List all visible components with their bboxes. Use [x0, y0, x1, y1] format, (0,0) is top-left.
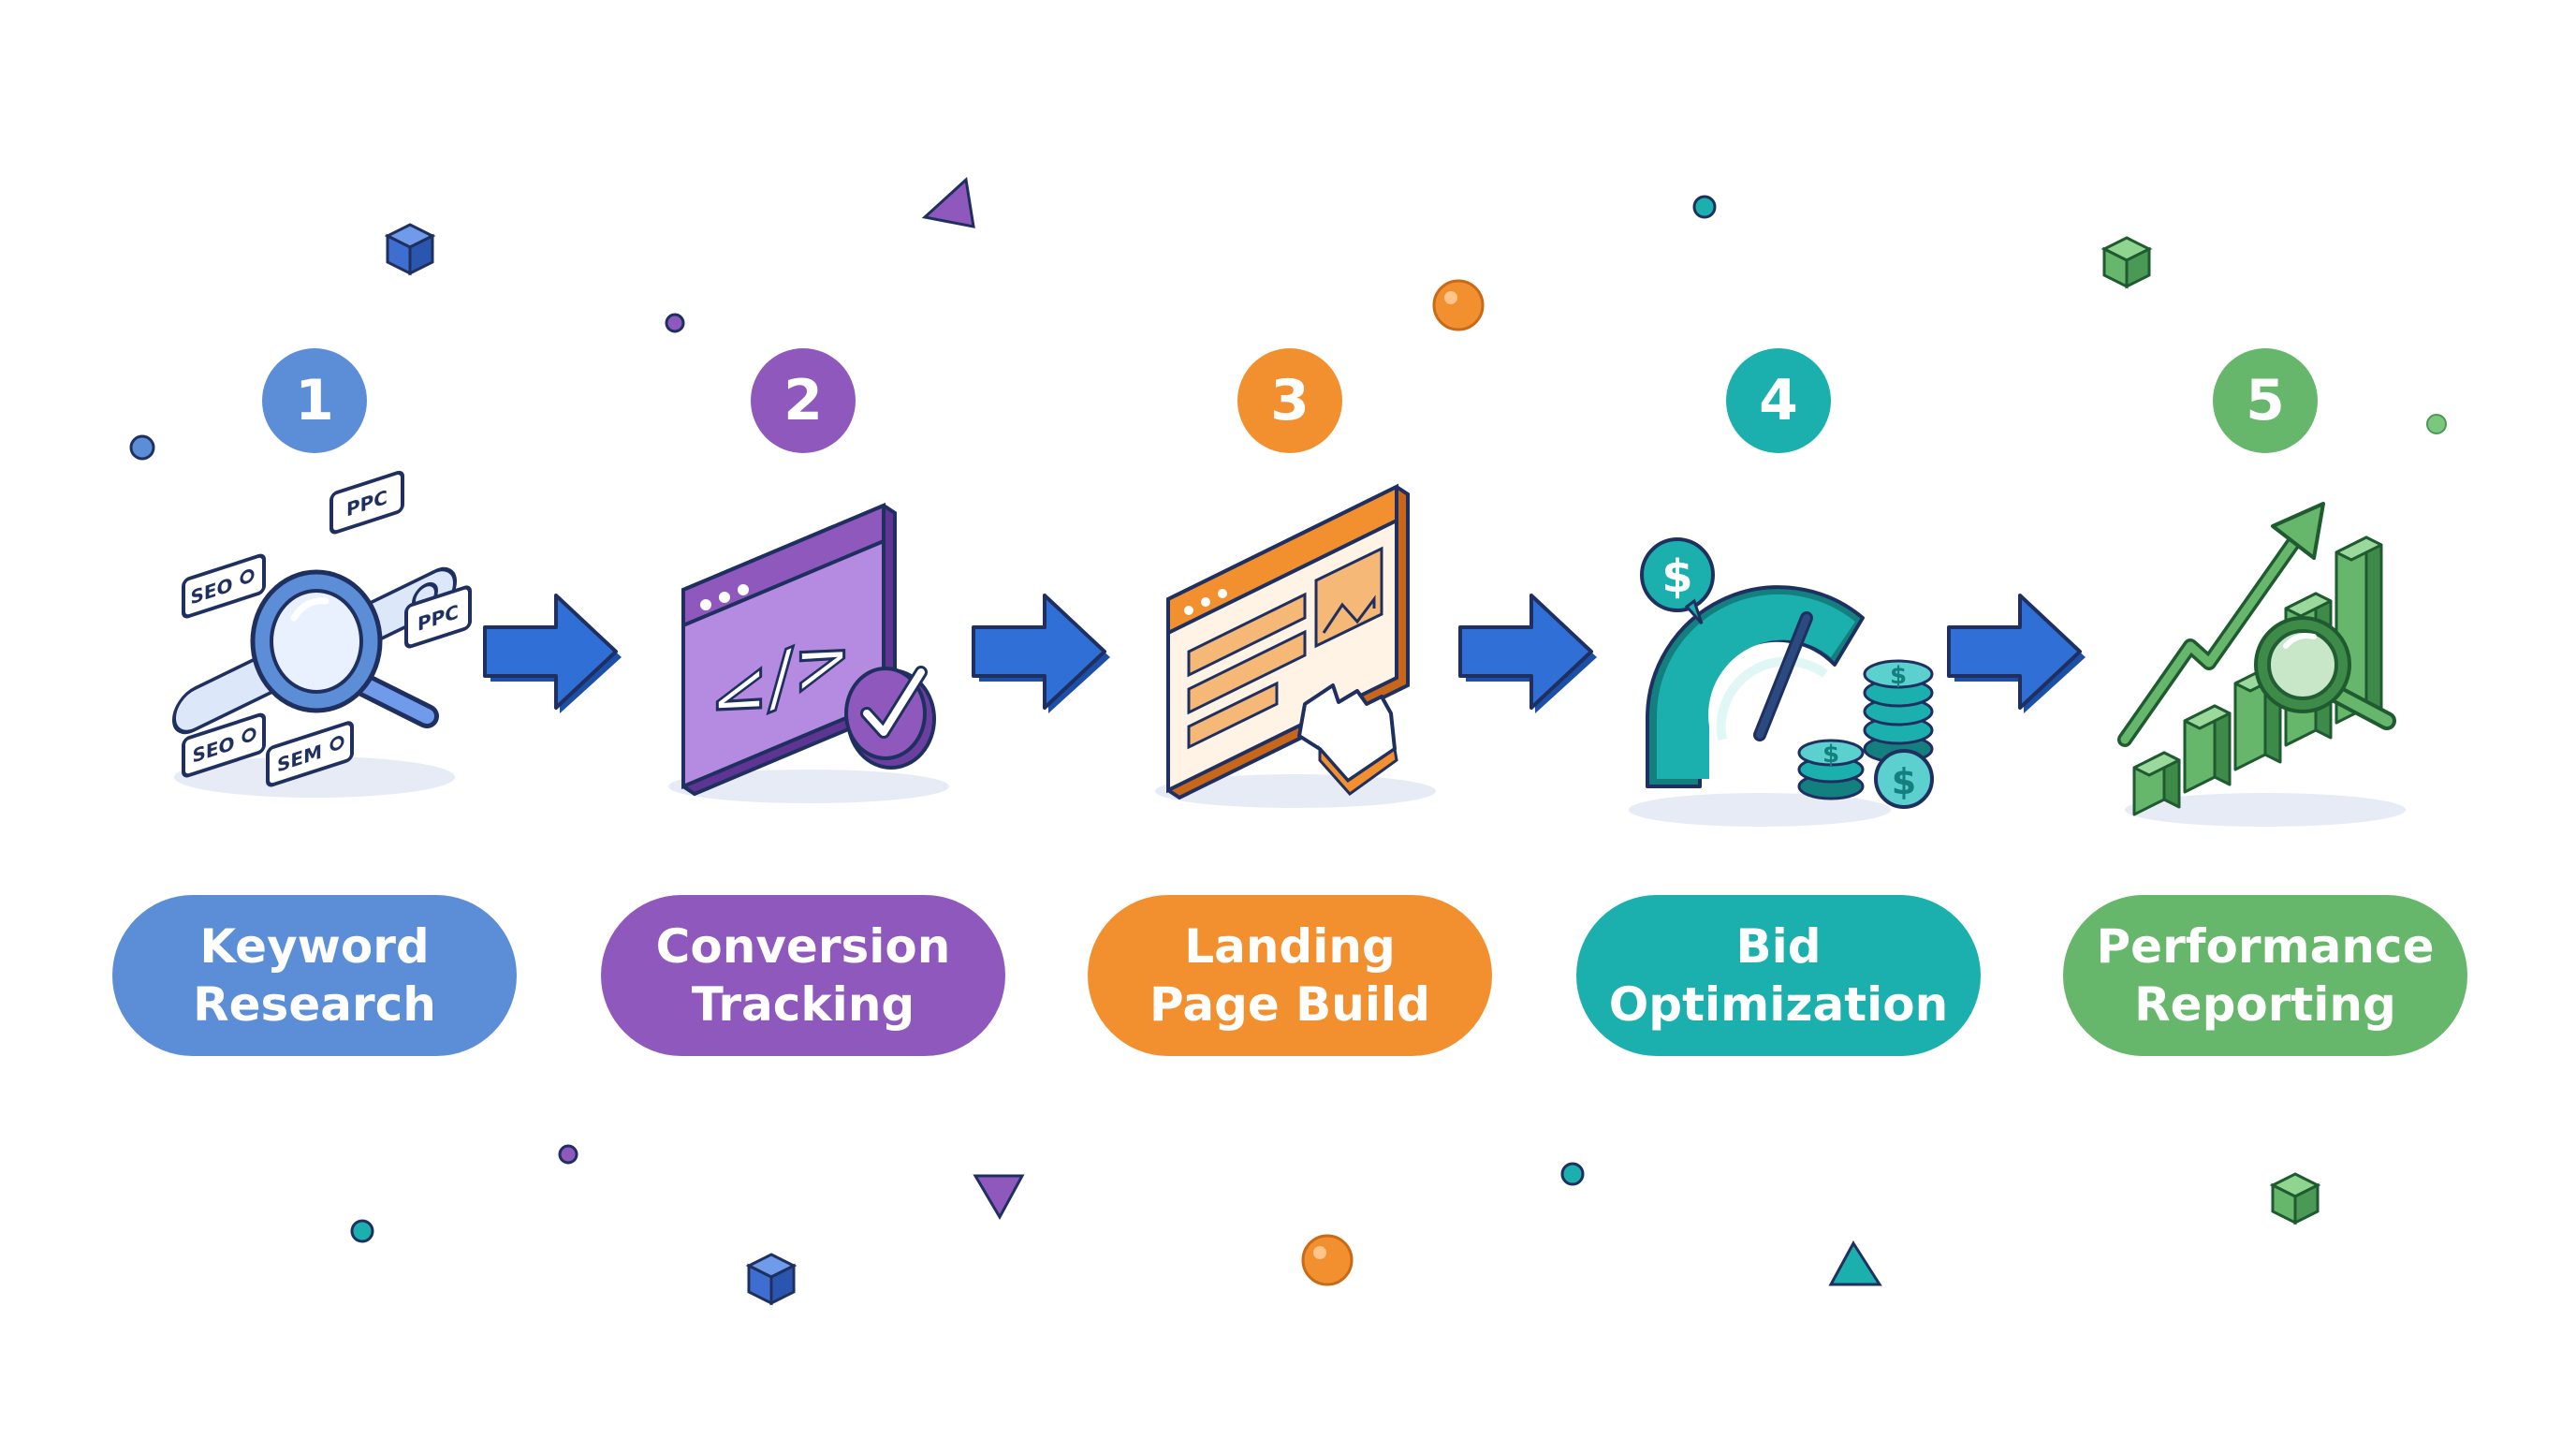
triangle-decoration — [1828, 1240, 1882, 1286]
arrow-right-icon — [972, 594, 1110, 713]
step-title-line2: Optimization — [1608, 977, 1949, 1032]
step-title-line2: Tracking — [691, 977, 915, 1032]
performance-reporting-icon — [2117, 502, 2406, 827]
dollar-symbol-label: $ — [1822, 741, 1839, 769]
dot-decoration — [558, 1144, 578, 1165]
step-number-badge: 2 — [751, 348, 856, 453]
dot-decoration — [1692, 195, 1717, 219]
dollar-symbol-label: $ — [1890, 662, 1907, 690]
cube-decoration — [2100, 236, 2153, 289]
step-title-line1: Landing — [1184, 919, 1396, 974]
arrow-right-icon — [1947, 594, 2086, 713]
dollar-symbol-label: $ — [1661, 550, 1692, 603]
step-label-pill: Keyword Research — [112, 895, 517, 1056]
step-number-badge: 3 — [1237, 348, 1342, 453]
conversion-tracking-icon: </> — [668, 502, 949, 803]
cube-decoration — [745, 1253, 798, 1306]
step-title-line1: Bid — [1735, 919, 1822, 974]
dot-decoration — [2426, 414, 2447, 434]
dot-decoration — [665, 313, 685, 333]
dot-decoration — [1560, 1162, 1585, 1186]
bid-optimization-icon: $ $ $ $ — [1629, 537, 1934, 827]
step-title-line2: Page Build — [1149, 977, 1430, 1032]
step-number-badge: 5 — [2213, 348, 2318, 453]
step-title-line1: Performance — [2096, 919, 2435, 974]
keyword-research-icon: SEO PPC PPC SEO SEM — [172, 470, 472, 798]
step-label-pill: Conversion Tracking — [601, 895, 1005, 1056]
step-label-pill: Bid Optimization — [1576, 895, 1981, 1056]
cube-decoration — [384, 223, 436, 276]
step-number-badge: 4 — [1726, 348, 1831, 453]
dot-decoration — [350, 1219, 374, 1243]
dollar-symbol-label: $ — [1892, 761, 1916, 802]
cube-decoration — [2269, 1172, 2321, 1225]
orange-ball-decoration — [1432, 279, 1485, 331]
triangle-decoration — [973, 1174, 1025, 1221]
arrow-right-icon — [483, 594, 622, 713]
landing-page-build-icon — [1155, 483, 1436, 808]
step-title-line2: Research — [193, 977, 436, 1032]
step-title-line1: Conversion — [655, 919, 951, 974]
arrow-right-icon — [1458, 594, 1597, 713]
triangle-decoration — [921, 177, 975, 228]
step-title-line2: Reporting — [2134, 977, 2396, 1032]
step-title-line1: Keyword — [199, 919, 430, 974]
orange-ball-decoration — [1301, 1234, 1354, 1286]
dot-decoration — [129, 434, 155, 461]
step-label-pill: Performance Reporting — [2063, 895, 2467, 1056]
step-label-pill: Landing Page Build — [1088, 895, 1492, 1056]
step-number-badge: 1 — [262, 348, 367, 453]
